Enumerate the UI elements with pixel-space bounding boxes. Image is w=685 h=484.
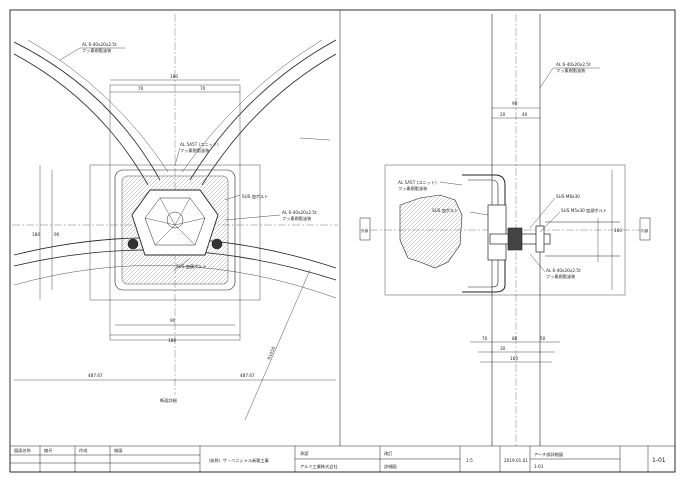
right-dim-b1: 70	[482, 336, 488, 341]
title-cell-1: 縮尺	[44, 447, 52, 454]
right-view	[370, 14, 640, 446]
right-dim-b4: 30	[500, 346, 506, 351]
arch-arm-left-outer	[13, 41, 161, 181]
radius-label: R1050	[266, 346, 276, 361]
label-cap: AL 5A5T (ユニット)	[180, 142, 219, 147]
right-dim-bottom: 160	[510, 356, 518, 361]
right-leader-cap	[439, 181, 463, 186]
node-center	[166, 211, 184, 229]
title-cell-4: 承認	[300, 450, 309, 457]
right-dim-b2: 80	[512, 336, 518, 341]
base-plate	[114, 169, 236, 291]
dim-left: 180	[32, 232, 40, 237]
label-side-1: SUS 皿ボルト	[242, 193, 268, 199]
label-side-2: AL 6-40x20x2.5t	[282, 210, 317, 215]
bolt-right	[211, 238, 223, 250]
right-label-b: SUS M5x30 皿頭ボルト	[561, 207, 607, 214]
label-top-left-sub: フッ素樹脂塗装	[82, 47, 112, 54]
leader-side-2	[224, 214, 281, 221]
right-label-c: AL 6-40x20x2.5t	[546, 268, 581, 273]
dim-top: 180	[170, 74, 178, 79]
dim-bottom: 180	[168, 338, 176, 343]
right-leader-b	[539, 211, 561, 233]
title-company: アルミ工業株式会社	[300, 463, 338, 470]
label-top-left: AL 6-40x20x2.5t	[82, 42, 117, 47]
arch-arm-right-edge	[181, 39, 323, 173]
title-drawing-title: アーチ部詳細図	[534, 451, 563, 458]
right-leader-top	[539, 67, 554, 89]
dim-lower-left: 487.67	[88, 373, 103, 378]
leader-top-left	[59, 47, 81, 61]
title-block-frame	[9, 445, 676, 473]
arch-arm-left-inner	[13, 53, 149, 186]
title-cell-5: 改訂	[384, 450, 393, 457]
sheet-border	[9, 9, 676, 473]
dim-lower-right: 487.67	[240, 373, 255, 378]
right-dim-height-value: 160	[614, 228, 622, 233]
dim-top-right: 70	[200, 86, 206, 91]
right-dim-b3: 50	[540, 336, 546, 341]
right-dim-top-b: 40	[522, 112, 528, 117]
node-hub	[131, 189, 219, 256]
right-label-cap-sub: フッ素樹脂塗装	[398, 185, 428, 192]
title-block	[9, 445, 676, 473]
right-leader-a	[529, 197, 556, 229]
side-marker-right-box	[639, 217, 651, 241]
right-label-top-sub: フッ素樹脂塗装	[556, 67, 586, 74]
dim-left-small: 90	[54, 232, 60, 237]
label-cap-sub: フッ素樹脂塗装	[180, 147, 210, 154]
hub-section	[399, 194, 463, 269]
right-label-a: SUS M8x30	[556, 194, 580, 199]
title-sheet: 1-01	[534, 464, 544, 469]
bolt-left	[127, 238, 139, 250]
sheet-number: 1-01	[652, 457, 666, 464]
title-date: 2019.01.01	[504, 458, 528, 463]
right-dim-top-a: 20	[500, 112, 506, 117]
right-leader-c	[529, 253, 546, 273]
bolt-nut	[507, 227, 523, 251]
title-project: （仮称）ザ・ベニシャル新築工事	[206, 457, 269, 464]
right-label-bolt: SUS 皿ボルト	[432, 207, 458, 213]
section-label: 断面詳細	[160, 397, 177, 404]
bolt-washer	[535, 225, 545, 253]
right-label-c2: フッ素樹脂塗装	[546, 273, 576, 280]
arch-arm-right-inner	[201, 53, 337, 186]
label-bottom: SUS 皿頭ボルト	[176, 263, 207, 270]
title-cell-0: 図面名称	[14, 447, 31, 454]
right-leader-bolt	[469, 211, 489, 216]
left-view	[12, 14, 338, 421]
leader-bottom	[174, 257, 191, 271]
title-cell-3: 検図	[114, 447, 122, 454]
outline-frame-tall	[109, 84, 241, 341]
title-drawing-name: 詳細図	[384, 463, 397, 470]
dim-mid: 90	[170, 318, 176, 323]
right-label-top: AL 6-40x20x2.5t	[556, 62, 591, 67]
node-hub-ribs	[144, 197, 206, 246]
clamp-block	[487, 204, 507, 261]
leader-right-arm	[299, 137, 331, 141]
arch-arm-right-outer	[189, 39, 337, 181]
title-cell-2: 作成	[79, 447, 87, 454]
leader-cap	[174, 147, 181, 166]
side-marker-left-box	[359, 217, 371, 241]
leader-side-1	[224, 194, 241, 201]
title-scale: 1:5	[466, 458, 473, 463]
radius-leader	[244, 269, 311, 421]
label-side-3: フッ素樹脂塗装	[282, 215, 312, 222]
right-dim-top-value: 90	[512, 101, 518, 106]
side-label-right: 内部	[641, 228, 649, 233]
arch-arm-left-edge	[27, 39, 169, 173]
side-label-left: 外部	[361, 228, 369, 233]
dim-top-left: 70	[138, 86, 144, 91]
right-label-cap: AL 5A5T (ユニット)	[398, 180, 437, 185]
